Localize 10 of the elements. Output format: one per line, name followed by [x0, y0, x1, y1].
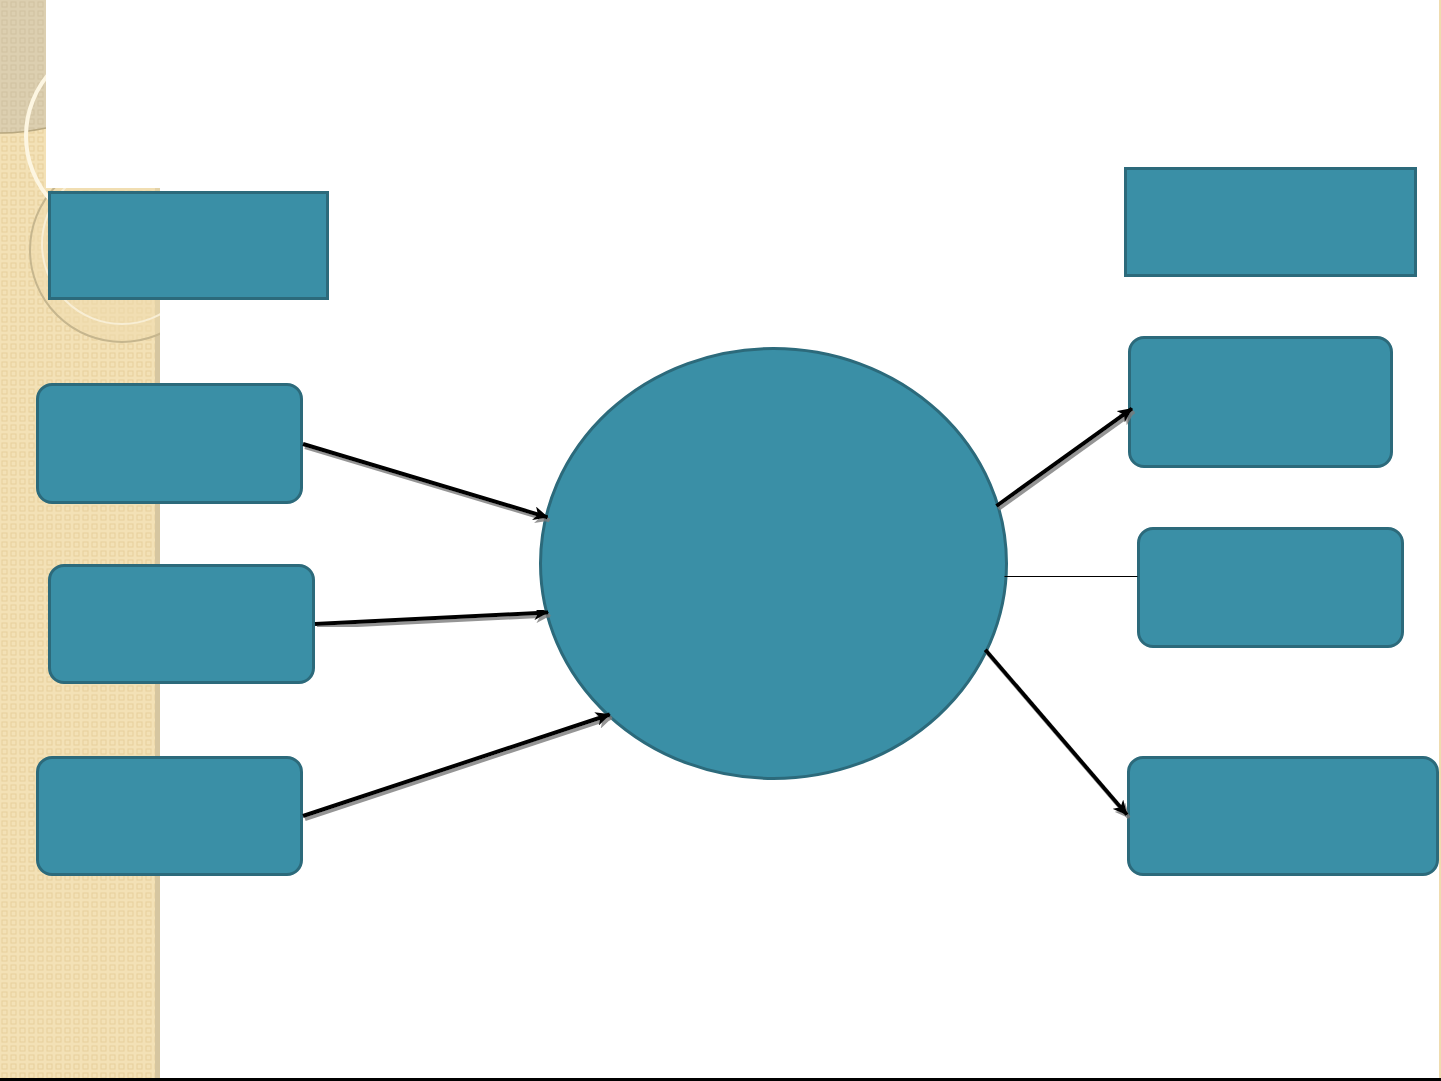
rounded-rectangle-shape	[1127, 756, 1439, 876]
rectangle-shape	[1124, 167, 1417, 277]
rounded-rectangle-shape	[36, 383, 303, 504]
ellipse-shape	[539, 347, 1008, 780]
rounded-rectangle-shape	[1128, 336, 1393, 468]
arrow	[302, 712, 611, 818]
rectangle-shape	[48, 191, 329, 300]
rounded-rectangle-shape	[48, 564, 315, 684]
rounded-rectangle-shape	[36, 756, 303, 876]
rounded-rectangle-shape	[1137, 527, 1404, 648]
